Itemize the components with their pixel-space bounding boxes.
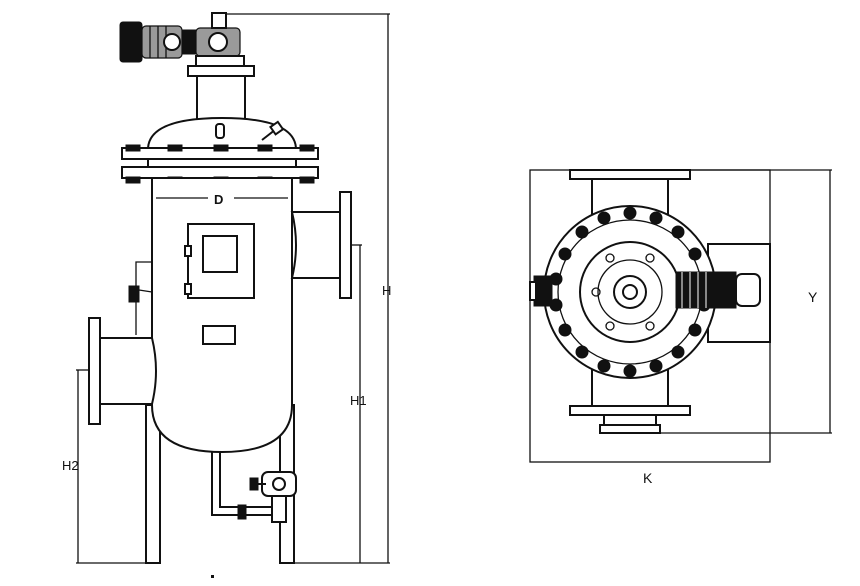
top-view: K Y (529, 169, 832, 486)
outlet-pipe (88, 317, 157, 425)
filter-body (151, 177, 293, 454)
neck-pipe (196, 75, 246, 121)
front-view: D H H1 H2 (62, 12, 391, 564)
stray-mark (211, 575, 214, 578)
label-d: D (214, 192, 223, 207)
drive-motor (119, 12, 255, 77)
inspection-window (184, 223, 255, 299)
top-dimension-lines (660, 169, 832, 434)
vent-fitting (215, 123, 225, 139)
drain-assembly (211, 452, 297, 523)
pressure-switch-top (529, 275, 553, 307)
inlet-pipe (290, 191, 352, 299)
label-y: Y (808, 289, 818, 305)
support-legs (145, 404, 295, 564)
label-h: H (382, 283, 391, 298)
label-h2: H2 (62, 458, 79, 473)
pressure-switch (128, 261, 153, 335)
label-k: K (643, 470, 653, 486)
label-h1: H1 (350, 393, 367, 408)
drive-motor-top (675, 271, 761, 309)
inner-cover (579, 241, 681, 343)
nameplate (202, 325, 236, 345)
front-dimension-lines (76, 13, 390, 564)
